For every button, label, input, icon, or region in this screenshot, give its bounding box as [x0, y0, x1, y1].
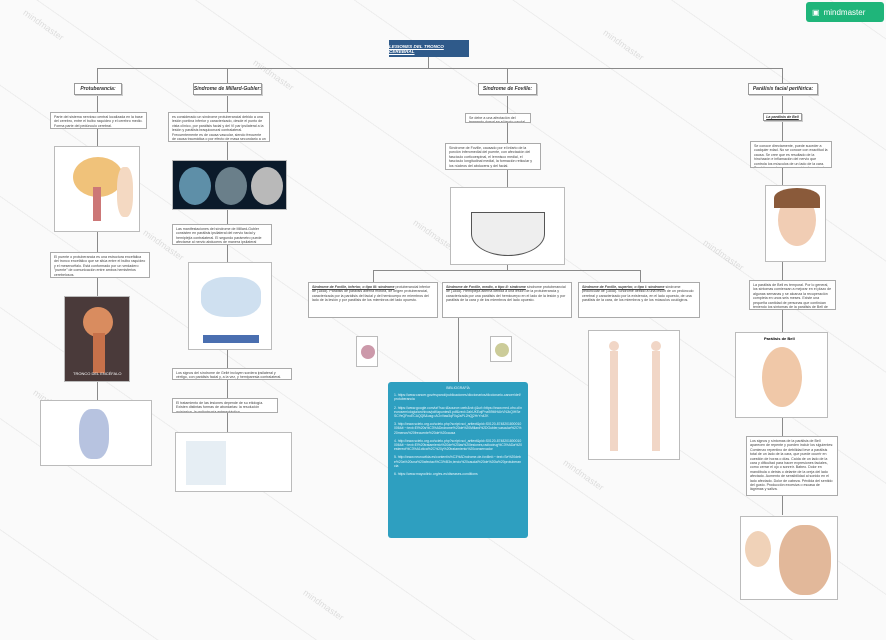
topic-paralisis-facial[interactable]: Parálisis facial periférica:	[748, 83, 818, 95]
bell-description[interactable]: Se conoce directamente, puede suceder a …	[750, 141, 832, 168]
brain-anatomy-image[interactable]	[54, 146, 140, 232]
foville-description[interactable]: Síndrome de Foville, causado por el infa…	[445, 143, 541, 170]
topic-bell-palsy[interactable]: La parálisis de Bell	[763, 113, 802, 121]
millard-definition[interactable]: es considerado un síndrome protuberancia…	[168, 112, 270, 142]
watermark: mindmaster	[701, 237, 746, 273]
pons-anatomy-drawing[interactable]	[450, 187, 565, 265]
logo-text: mindmaster	[823, 7, 866, 17]
mindmaster-logo: ▣mindmaster	[806, 2, 884, 22]
reference-link[interactable]: 1. https://www.cancer.gov/espanol/public…	[394, 393, 521, 402]
watermark: mindmaster	[411, 217, 456, 253]
face-paralysis-photo[interactable]	[765, 185, 826, 262]
watermark: mindmaster	[601, 27, 646, 63]
topic-foville[interactable]: Síndrome de Foville:	[478, 83, 537, 95]
brainstem-image[interactable]: TRONCO DEL ENCÉFALO	[64, 296, 130, 382]
lesion-image-2[interactable]	[490, 336, 512, 362]
bell-palsy-illustration[interactable]: Parálisis de Bell	[735, 332, 828, 418]
mri-images[interactable]	[172, 160, 287, 210]
reference-link[interactable]: 4. http://www.scielo.org.co/scielo.php?s…	[394, 438, 522, 452]
logo-icon: ▣	[812, 7, 820, 17]
millard-treatment[interactable]: El tratamiento de las lesiones depende d…	[172, 398, 278, 413]
bibliography-title: BIBLIOGRAFÍA	[446, 386, 470, 390]
pons-section-diagram[interactable]	[188, 262, 272, 350]
bibliography-box[interactable]: BIBLIOGRAFÍA 1. https://www.cancer.gov/e…	[388, 382, 528, 538]
foville-medio[interactable]: Síndrome de Foville, medio, o tipo II: s…	[442, 282, 572, 318]
foville-cause[interactable]: Se debe a una afectación del tegmento do…	[465, 113, 531, 123]
body-paralysis-figure[interactable]	[588, 330, 680, 460]
cranial-nerves-diagram[interactable]	[175, 432, 292, 492]
facial-nerve-illustration[interactable]	[740, 516, 838, 600]
protuberancia-description[interactable]: El puente o protuberancia es una estruct…	[50, 252, 150, 278]
reference-link[interactable]: 6. https://www.mayoclinic.org/es-es/dise…	[394, 472, 478, 477]
topic-protuberancia[interactable]: Protuberancia:	[74, 83, 122, 95]
image-caption: Parálisis de Bell	[764, 336, 795, 341]
foville-inferior[interactable]: Síndrome de Foville, inferior, o tipo II…	[308, 282, 438, 318]
image-caption: TRONCO DEL ENCÉFALO	[73, 371, 122, 376]
foville-superior[interactable]: Síndrome de Foville, superior, o tipo I:…	[578, 282, 700, 318]
bell-prognosis[interactable]: La parálisis de Bell es temporal. Por lo…	[749, 280, 836, 310]
protuberancia-definition[interactable]: Parte del sistema nervioso central local…	[50, 112, 147, 129]
central-topic[interactable]: LESIONES DEL TRONCO CEREBRAL	[389, 40, 469, 57]
bell-symptoms[interactable]: Los signos y síntomas de la parálisis de…	[746, 436, 838, 496]
brainstem-diagram-image[interactable]	[40, 400, 152, 466]
watermark: mindmaster	[561, 457, 606, 493]
watermark: mindmaster	[301, 587, 346, 623]
reference-link[interactable]: 5. http://www.neurowikia.es/content/s%C3…	[394, 455, 522, 468]
gelle-signs[interactable]: Los signos del síndrome de Gellé incluye…	[172, 368, 292, 380]
reference-link[interactable]: 2. https://www.google.com/url?sa=t&sourc…	[394, 405, 522, 419]
watermark: mindmaster	[21, 7, 66, 43]
lesion-image-1[interactable]	[356, 336, 378, 367]
reference-link[interactable]: 3. http://www.scielo.org.co/scielo.php?s…	[394, 422, 522, 435]
millard-manifestations[interactable]: Las manifestaciones del síndrome de Mill…	[172, 224, 272, 245]
topic-millard-gubler[interactable]: Síndrome de Millard-Gubler:	[193, 83, 262, 95]
